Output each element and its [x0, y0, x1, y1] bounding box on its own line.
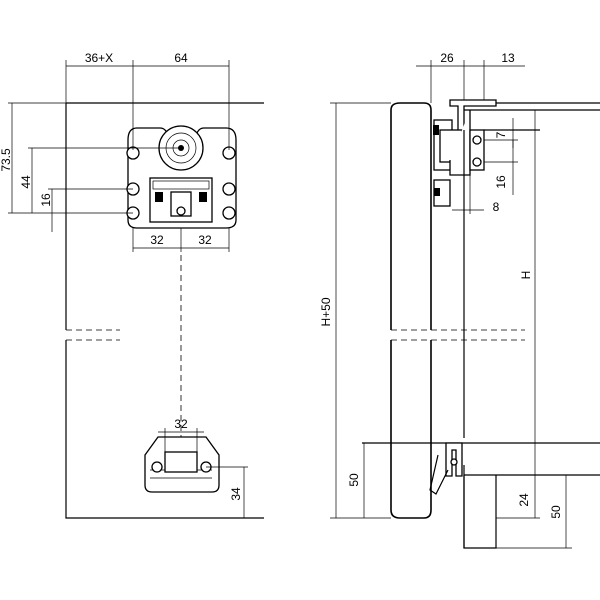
dim-bottom-34-label: 34 — [229, 487, 243, 501]
side-door-panel-lower — [390, 340, 432, 519]
dim-32-b-label: 32 — [198, 233, 212, 247]
screw-hole-bot-right — [222, 206, 236, 220]
side-plate-hole-top — [472, 135, 482, 145]
side-door-panel-upper — [390, 102, 432, 330]
dim-16-label: 16 — [39, 193, 53, 207]
dim-32-a-label: 32 — [150, 233, 164, 247]
hanger-adjuster-dark — [434, 188, 440, 196]
front-view: 36+X 64 73.5 44 16 32 32 32 34 — [0, 51, 264, 519]
floor-guide-box — [463, 475, 497, 549]
dim-64-label: 64 — [174, 51, 188, 65]
dim-bottom-32-label: 32 — [174, 417, 188, 431]
dim-26-label: 26 — [440, 51, 454, 65]
adjuster-center — [170, 191, 192, 217]
dim-50-left-label: 50 — [347, 473, 361, 487]
dim-h-label: H — [519, 271, 533, 280]
door-outline-lower — [65, 340, 264, 519]
floor-guide-pin — [450, 458, 458, 466]
floor-guide-clip — [429, 454, 449, 495]
dim-50-right-label: 50 — [549, 505, 563, 519]
dim-h50-label: H+50 — [319, 297, 333, 326]
screw-hole-mid-right — [222, 182, 236, 196]
hanger-dark — [433, 125, 439, 135]
dim-24-label: 24 — [517, 493, 531, 507]
adjuster-dark-left — [155, 192, 163, 202]
dim-36x-label: 36+X — [85, 51, 113, 65]
dim-13-label: 13 — [501, 51, 515, 65]
dim-73-5-label: 73.5 — [0, 148, 13, 172]
bottom-guide-hole-left — [151, 461, 163, 473]
adjuster-block-top — [152, 180, 210, 190]
side-view: 26 13 7 16 8 H+50 H 50 24 50 — [319, 51, 600, 549]
dim-16-right-label: 16 — [494, 175, 508, 189]
door-outline-upper — [65, 102, 264, 330]
adjuster-screw — [176, 206, 186, 216]
dim-8-label: 8 — [493, 200, 500, 214]
dim-44-label: 44 — [19, 175, 33, 189]
side-plate-hole-bot — [472, 157, 482, 167]
floor-guide-profile — [445, 442, 463, 477]
adjuster-dark-right — [199, 192, 207, 202]
bottom-guide-slot — [164, 451, 198, 473]
dim-7-label: 7 — [494, 131, 508, 138]
